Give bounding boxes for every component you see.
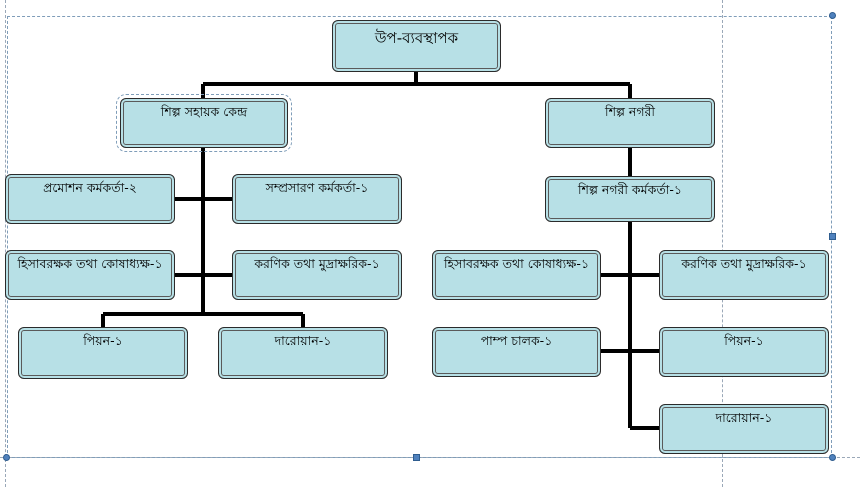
node-left-child-1[interactable]: প্রমোশন কর্মকর্তা-২ bbox=[5, 174, 175, 224]
node-right-head[interactable]: শিল্প নগরী bbox=[545, 98, 715, 148]
node-left-child-2[interactable]: সম্প্রসারণ কর্মকর্তা-১ bbox=[232, 174, 402, 224]
resize-handle-bottom-right[interactable] bbox=[829, 454, 836, 461]
node-right-child-4[interactable]: পিয়ন-১ bbox=[659, 327, 829, 377]
node-root[interactable]: উপ-ব্যবস্থাপক bbox=[332, 20, 501, 72]
node-right-child-3[interactable]: পাম্প চালক-১ bbox=[432, 327, 601, 377]
resize-handle-bottom-left[interactable] bbox=[3, 454, 10, 461]
margin-guide-right bbox=[722, 0, 723, 487]
node-left-child-6[interactable]: দারোয়ান-১ bbox=[218, 327, 388, 379]
node-left-head[interactable]: শিল্প সহায়ক কেন্দ্র bbox=[116, 94, 292, 152]
node-right-child-2[interactable]: করণিক তথা মুদ্রাক্ষরিক-১ bbox=[659, 250, 829, 300]
node-left-child-5[interactable]: পিয়ন-১ bbox=[18, 327, 188, 379]
node-left-child-3[interactable]: হিসাবরক্ষক তথা কোষাধ্যক্ষ-১ bbox=[5, 250, 175, 300]
resize-handle-bottom[interactable] bbox=[413, 454, 420, 461]
resize-handle-right[interactable] bbox=[829, 233, 836, 240]
node-right-subhead[interactable]: শিল্প নগরী কর্মকর্তা-১ bbox=[545, 176, 715, 222]
node-right-child-1[interactable]: হিসাবরক্ষক তথা কোষাধ্যক্ষ-১ bbox=[432, 250, 601, 300]
node-right-child-5[interactable]: দারোয়ান-১ bbox=[659, 404, 829, 454]
resize-handle-top-right[interactable] bbox=[829, 12, 836, 19]
margin-guide-left bbox=[5, 0, 6, 487]
node-left-child-4[interactable]: করণিক তথা মুদ্রাক্ষরিক-১ bbox=[232, 250, 402, 300]
